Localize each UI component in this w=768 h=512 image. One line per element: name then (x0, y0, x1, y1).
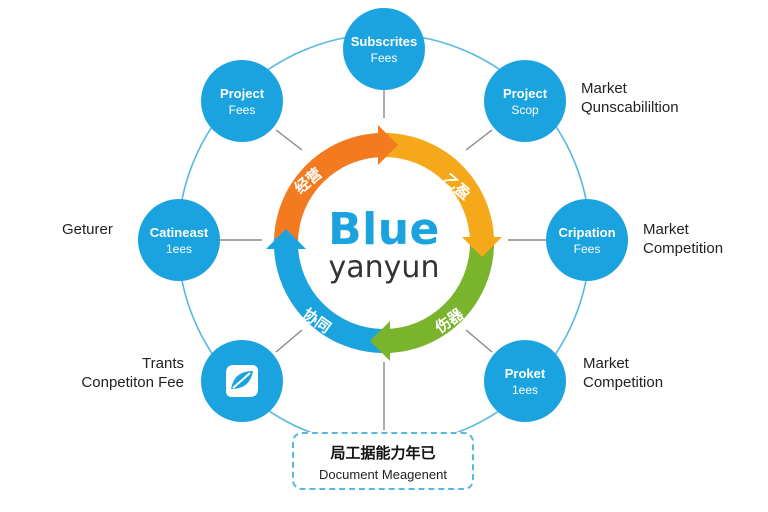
node-subtitle: Scop (511, 102, 539, 117)
node-trants-icon[interactable] (201, 340, 283, 422)
label-line: Competition (583, 374, 664, 391)
spoke-lower-left (275, 329, 303, 353)
leaf-icon (226, 365, 258, 397)
arrow-green (370, 321, 390, 361)
spoke-upper-right (465, 129, 493, 151)
spoke-upper-left (275, 129, 303, 151)
node-subscrites-fees[interactable]: Subscrites Fees (343, 8, 425, 90)
node-subtitle: Feeѕ (228, 102, 256, 117)
label-line: Market (583, 355, 629, 372)
label-trants-conpetiton-fee: Trants Conpetiton Fee (62, 354, 184, 392)
node-title: Project (219, 85, 265, 101)
center-title: Blue (328, 204, 440, 255)
node-title: Proket (504, 365, 546, 381)
spoke-lower-right (465, 329, 493, 353)
node-subtitle: Fees (370, 50, 398, 65)
center-ring (266, 125, 502, 361)
label-line: Market (643, 221, 689, 238)
arrow-yellow (462, 237, 502, 257)
center-subtitle: yanyun (328, 250, 440, 285)
node-title: Project (502, 85, 548, 101)
arrow-orange (378, 125, 398, 165)
document-management-box[interactable]: 局工据能力年已 Document Meagenent (292, 432, 474, 490)
label-market-competition-right: Market Competition (643, 220, 723, 258)
label-market-competition-lower: Market Competition (583, 354, 663, 392)
label-market-qunscabililtion: Market Qunscabililtion (581, 79, 679, 117)
label-line: Qunscabililtion (581, 99, 679, 116)
node-proket-fees[interactable]: Proket 1ees (484, 340, 566, 422)
node-subtitle: 1ees (511, 382, 539, 397)
document-title: 局工据能力年已 (330, 445, 436, 462)
label-line: Competition (643, 240, 724, 257)
label-geturer: Geturer (62, 220, 113, 239)
label-line: Market (581, 80, 627, 97)
label-line: Geturer (62, 221, 113, 238)
document-subtitle: Document Meagenent (319, 467, 447, 482)
label-line: Trants (142, 355, 184, 372)
node-project-scop[interactable]: Project Scop (484, 60, 566, 142)
label-line: Conpetiton Fee (81, 374, 184, 391)
node-project-fees[interactable]: Project Feeѕ (201, 60, 283, 142)
node-title: Subscrites (350, 33, 418, 49)
node-catineast[interactable]: Catineast 1ees (138, 199, 220, 281)
arrow-blue (266, 229, 306, 249)
node-title: Cripation (558, 224, 616, 240)
node-subtitle: Fees (573, 241, 601, 256)
node-cripation-fees[interactable]: Cripation Fees (546, 199, 628, 281)
node-title: Catineast (149, 224, 209, 240)
node-subtitle: 1ees (165, 241, 193, 256)
